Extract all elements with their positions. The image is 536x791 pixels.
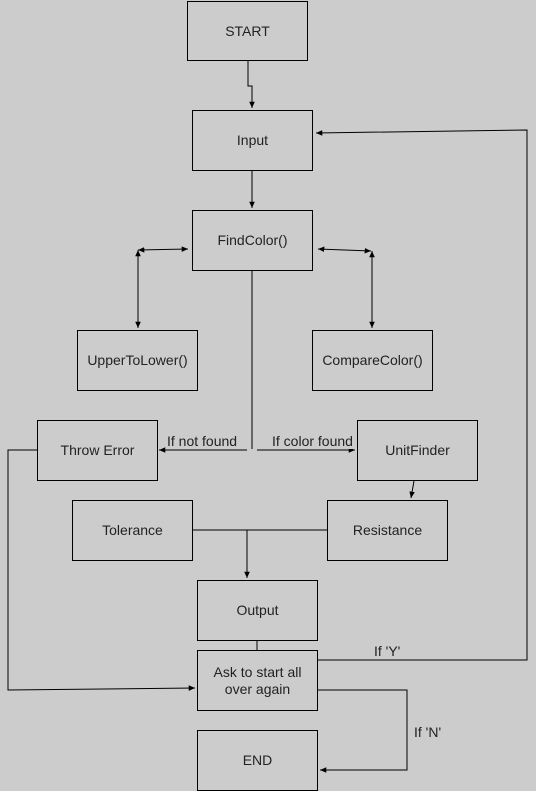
edge-ask-to-input [315,129,528,661]
edge-start-to-input [247,61,255,108]
node-ask-again: Ask to start all over again [197,650,318,711]
edge-findcolor-to-uppertolower-horizontal [137,246,189,253]
node-ask-again-label: Ask to start all over again [213,663,302,697]
edge-label-no: If 'N' [414,724,442,740]
edge-unitfinder-to-resistance [409,480,415,499]
node-input: Input [192,110,313,171]
edge-throwerror-to-ask [7,449,196,691]
edge-label-not-found: If not found [167,433,238,449]
edge-ask-to-end [318,689,408,773]
node-start: START [187,1,308,61]
edge-findcolor-to-comparecolor-horizontal [317,246,372,254]
node-uppertolower: UpperToLower() [77,330,198,391]
node-end: END [197,730,318,791]
node-resistance: Resistance [327,500,448,561]
node-throwerror: Throw Error [37,420,158,481]
edge-label-color-found: If color found [272,433,353,449]
node-tolerance: Tolerance [72,500,193,561]
node-output: Output [197,580,318,641]
node-findcolor: FindColor() [192,210,313,271]
edge-label-yes: If 'Y' [374,643,401,659]
node-unitfinder: UnitFinder [357,420,478,481]
node-comparecolor: CompareColor() [312,330,433,391]
